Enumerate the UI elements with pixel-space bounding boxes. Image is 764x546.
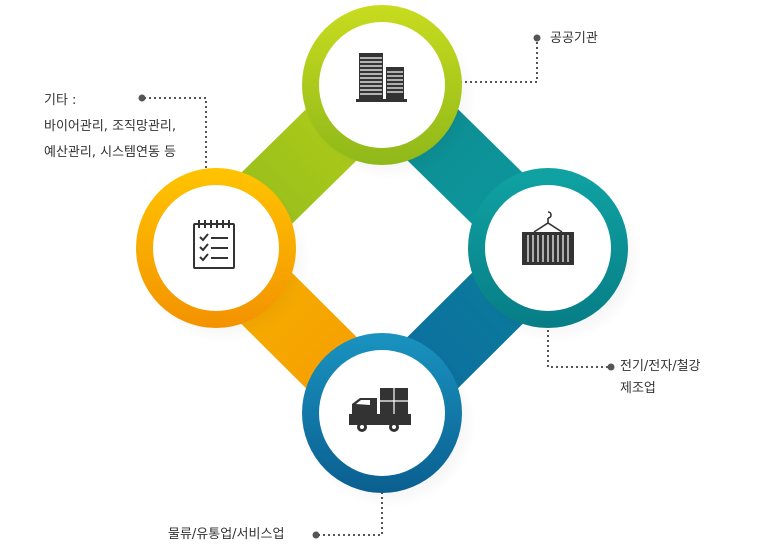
leader-bottom bbox=[319, 492, 383, 536]
node-top bbox=[302, 5, 476, 180]
label-top: 공공기관 bbox=[550, 28, 598, 50]
label-right: 전기/전자/철강 제조업 bbox=[620, 356, 701, 400]
label-bottom: 물류/유통업/서비스업 bbox=[168, 524, 284, 546]
shipping-container-icon bbox=[522, 211, 574, 265]
leader-lines bbox=[144, 40, 608, 536]
label-left-line-1: 기타 : bbox=[44, 93, 77, 108]
label-left-line-2: 바이어관리, 조직망관리, bbox=[44, 119, 176, 134]
label-left: 기타 : 바이어관리, 조직망관리, 예산관리, 시스템연동 등 bbox=[44, 88, 176, 166]
checklist-icon bbox=[193, 220, 235, 269]
label-right-line-1: 전기/전자/철강 bbox=[620, 359, 701, 374]
label-right-line-2: 제조업 bbox=[620, 381, 656, 396]
leader-right bbox=[547, 330, 608, 368]
label-left-line-3: 예산관리, 시스템연동 등 bbox=[44, 145, 176, 160]
node-left bbox=[136, 168, 310, 343]
leader-dot-top bbox=[533, 34, 541, 42]
leader-dot-left bbox=[138, 94, 146, 102]
label-top-line-1: 공공기관 bbox=[550, 31, 598, 46]
node-right bbox=[468, 168, 642, 343]
leader-left bbox=[144, 97, 207, 168]
leader-top bbox=[460, 40, 538, 83]
leader-dot-right bbox=[607, 363, 615, 371]
leader-dot-bottom bbox=[312, 531, 320, 539]
node-bottom bbox=[302, 333, 476, 508]
buildings-icon bbox=[356, 53, 407, 102]
label-bottom-line-1: 물류/유통업/서비스업 bbox=[168, 527, 285, 542]
leader-dots bbox=[138, 34, 615, 539]
